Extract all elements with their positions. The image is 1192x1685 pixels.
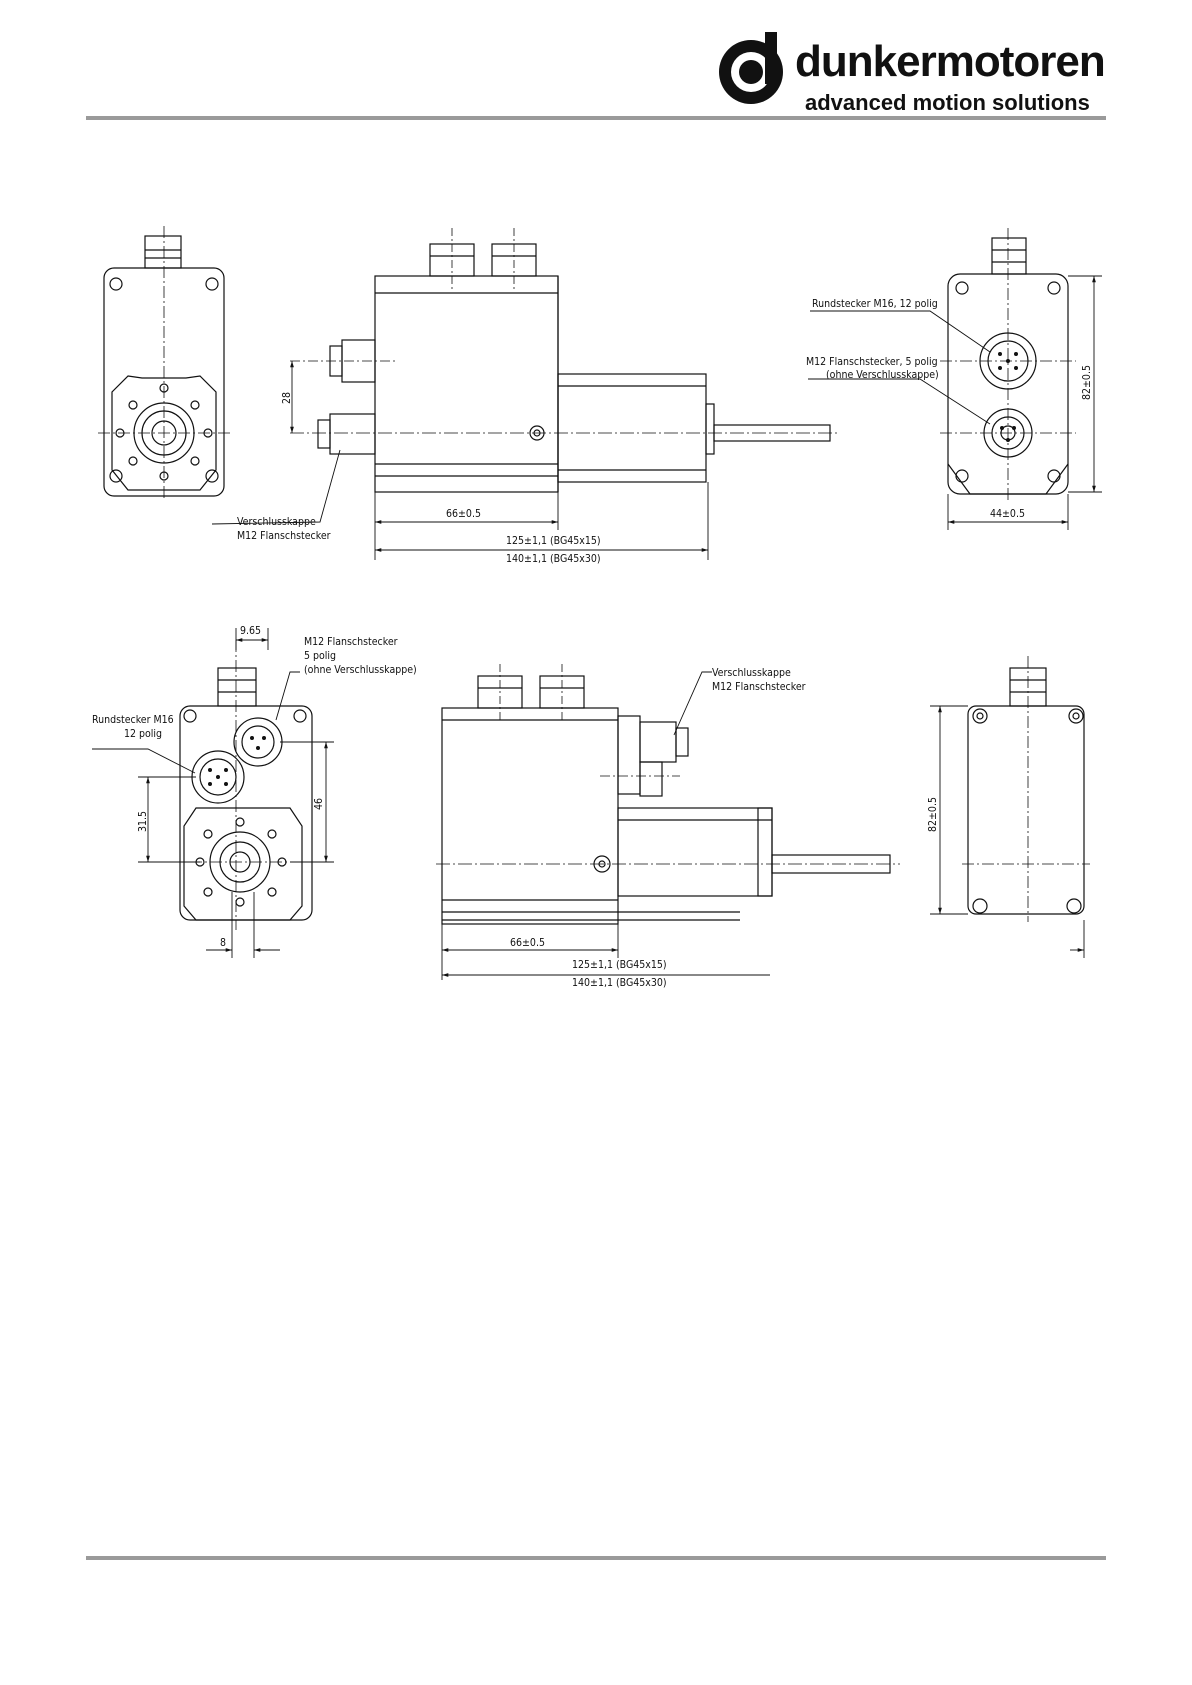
- dim-8-bottom: 8: [220, 937, 226, 949]
- dim-140-top: 140±1,1 (BG45x30): [506, 553, 601, 565]
- dim-315-bottom: 31.5: [137, 811, 149, 832]
- dimensions-bottom: [92, 628, 1085, 980]
- dim-66-bottom: 66±0.5: [510, 937, 545, 949]
- dim-28-top: 28: [281, 392, 293, 404]
- side-view-top: [290, 228, 840, 493]
- label-end-cap-top-1: Verschlusskappe: [237, 516, 316, 528]
- label-end-cap-top-2: M12 Flanschstecker: [237, 530, 331, 542]
- label-end-cap-bottom-1: Verschlusskappe: [712, 667, 791, 679]
- label-round-plug-bottom-1: Rundstecker M16: [92, 714, 174, 726]
- connector-pins: [208, 352, 1018, 786]
- company-logo: dunkermotoren advanced motion solutions: [715, 28, 1110, 118]
- rear-view-bottom: [962, 656, 1090, 922]
- brand-name: dunkermotoren: [795, 37, 1106, 86]
- logo-mark-icon: [719, 32, 783, 104]
- dim-140-bottom: 140±1,1 (BG45x30): [572, 977, 667, 989]
- front-view-top: [98, 226, 230, 500]
- label-flange-plug-bottom-3: (ohne Verschlusskappe): [304, 664, 417, 676]
- dim-82-top: 82±0.5: [1081, 365, 1093, 400]
- rear-view-top: [940, 228, 1076, 500]
- label-end-cap-bottom-2: M12 Flanschstecker: [712, 681, 806, 693]
- label-round-plug-bottom-2: 12 polig: [124, 728, 162, 740]
- label-flange-plug-top-1: M12 Flanschstecker, 5 polig: [806, 356, 938, 368]
- dim-965-bottom: 9.65: [240, 625, 261, 637]
- label-flange-plug-bottom-1: M12 Flanschstecker: [304, 636, 398, 648]
- label-round-plug-top: Rundstecker M16, 12 polig: [812, 298, 938, 310]
- dim-125-bottom: 125±1,1 (BG45x15): [572, 959, 667, 971]
- side-view-bottom: [436, 664, 900, 925]
- dimensions-top: [211, 275, 1102, 560]
- label-flange-plug-bottom-2: 5 polig: [304, 650, 336, 662]
- front-view-bottom: [170, 640, 320, 930]
- dim-44-top: 44±0.5: [990, 508, 1025, 520]
- dim-125-top: 125±1,1 (BG45x15): [506, 535, 601, 547]
- dim-66-top: 66±0.5: [446, 508, 481, 520]
- header-rule: [86, 116, 1106, 120]
- dim-46-bottom: 46: [313, 798, 325, 810]
- brand-tagline: advanced motion solutions: [805, 90, 1090, 115]
- footer-rule: [86, 1556, 1106, 1560]
- dim-82-bottom: 82±0.5: [927, 797, 939, 832]
- label-flange-plug-top-2: (ohne Verschlusskappe): [826, 369, 939, 381]
